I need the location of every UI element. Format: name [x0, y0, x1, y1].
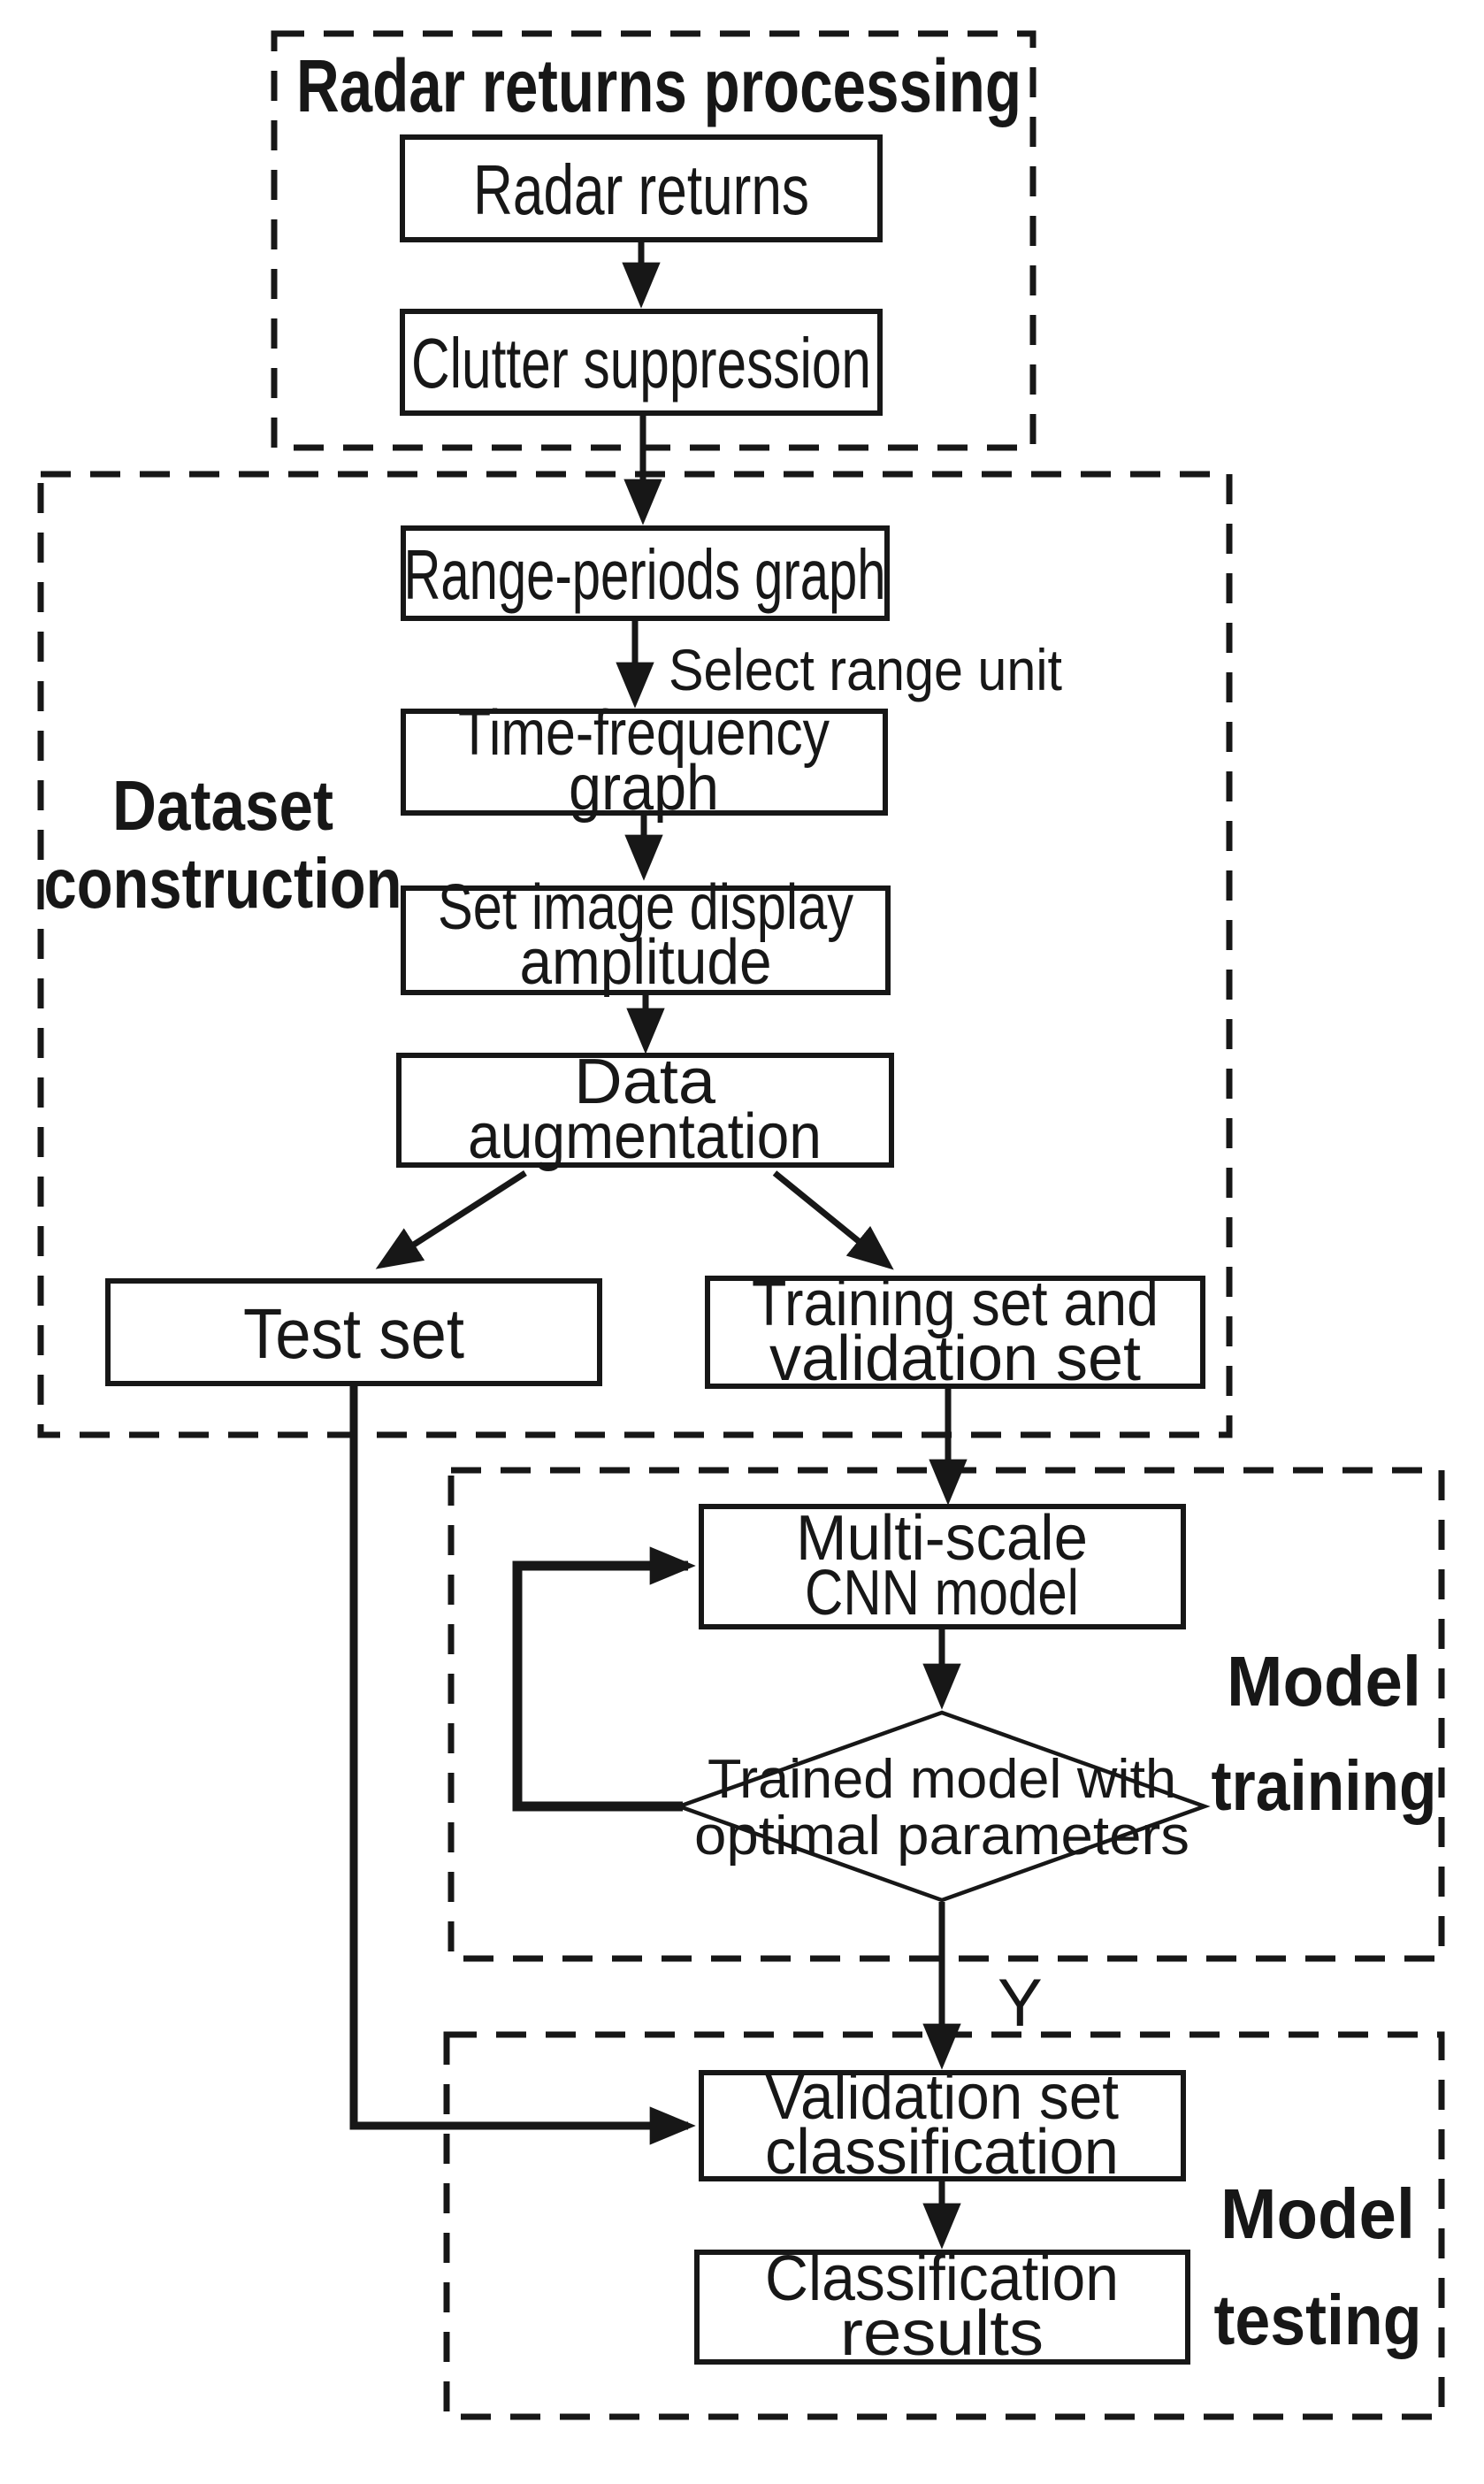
- trained-model-decision-label-line2: optimal parameters: [694, 1806, 1189, 1867]
- node-range-periods-graph: Range-periods graph: [401, 525, 890, 621]
- radar-returns-label: Radar returns: [473, 150, 809, 229]
- trained-model-decision-label-line1: Trained model with: [708, 1749, 1176, 1810]
- classification-results-label-line1: Classification: [765, 2243, 1119, 2314]
- node-clutter-suppression: Clutter suppression: [400, 309, 883, 416]
- test-set-label: Test set: [243, 1294, 464, 1373]
- multi-scale-cnn-model-box: [699, 1504, 1186, 1629]
- range-periods-graph-label: Range-periods graph: [404, 535, 886, 614]
- trained-model-decision-diamond: [673, 1710, 1211, 1903]
- validation-set-classification-box: [699, 2070, 1186, 2181]
- time-frequency-graph-box: [401, 709, 888, 816]
- node-multi-scale-cnn-model: Multi-scale CNN model: [699, 1503, 1186, 1629]
- model-training-title-line2: training: [1212, 1746, 1437, 1825]
- radar-processing-dashed-frame: [271, 30, 1037, 451]
- classification-results-label-line2: results: [840, 2298, 1044, 2369]
- node-classification-results: Classification results: [694, 2243, 1190, 2369]
- dataset-construction-dashed-frame: [37, 471, 1233, 1438]
- arrow-data-augmentation-to-test-set: [375, 1170, 527, 1269]
- arrow-test-set-to-validation-classification: [349, 1384, 696, 2145]
- node-test-set: Test set: [105, 1278, 602, 1386]
- model-training-dashed-frame: [447, 1467, 1445, 1962]
- multi-scale-cnn-model-label-line2: CNN model: [805, 1558, 1079, 1629]
- classification-results-box: [694, 2250, 1190, 2365]
- node-radar-returns: Radar returns: [400, 134, 883, 242]
- radar-processing-title: Radar returns processing: [296, 44, 1021, 127]
- model-training-title-line1: Model: [1227, 1642, 1421, 1721]
- arrow-data-augmentation-to-training-set: [772, 1170, 894, 1270]
- section-model-testing: Model testing Validation set classificat…: [443, 2031, 1445, 2420]
- node-data-augmentation: Data augmentation: [396, 1046, 894, 1172]
- set-image-display-amplitude-box: [401, 886, 891, 995]
- test-set-box: [105, 1278, 602, 1386]
- node-time-frequency-graph: Time-frequency graph: [401, 698, 888, 824]
- node-training-and-validation-set: Training set and validation set: [705, 1269, 1205, 1394]
- node-validation-set-classification: Validation set classification: [699, 2062, 1186, 2188]
- model-testing-title-line1: Model: [1220, 2174, 1415, 2253]
- validation-set-classification-label-line1: Validation set: [765, 2062, 1119, 2133]
- model-testing-dashed-frame: [443, 2031, 1445, 2420]
- set-image-display-amplitude-label-line1: Set image display: [438, 872, 853, 943]
- node-set-image-display-amplitude: Set image display amplitude: [401, 872, 891, 998]
- set-image-display-amplitude-label-line2: amplitude: [520, 927, 772, 998]
- range-periods-graph-box: [401, 525, 890, 621]
- validation-set-classification-label-line2: classification: [765, 2117, 1119, 2188]
- multi-scale-cnn-model-label-line1: Multi-scale: [796, 1503, 1088, 1574]
- decision-yes-label: Y: [998, 1966, 1043, 2041]
- node-trained-model-decision: Trained model with optimal parameters: [673, 1710, 1211, 1903]
- data-augmentation-label-line1: Data: [574, 1046, 716, 1117]
- training-and-validation-set-label-line1: Training set and: [752, 1269, 1159, 1339]
- section-dataset-construction: Dataset construction Range-periods graph…: [37, 471, 1233, 1438]
- section-model-training: Model training Multi-scale CNN model Tra…: [447, 1467, 1445, 1962]
- time-frequency-graph-label-line2: graph: [569, 753, 719, 824]
- select-range-unit-label: Select range unit: [669, 637, 1062, 702]
- dataset-construction-title-line1: Dataset: [112, 766, 333, 845]
- clutter-suppression-label: Clutter suppression: [411, 324, 871, 402]
- radar-returns-box: [400, 134, 883, 242]
- section-radar-returns-processing: Radar returns processing Radar returns C…: [271, 30, 1037, 451]
- time-frequency-graph-label-line1: Time-frequency: [458, 698, 830, 769]
- dataset-construction-title-line2: construction: [44, 844, 402, 923]
- model-testing-title-line2: testing: [1214, 2281, 1422, 2359]
- clutter-suppression-box: [400, 309, 883, 416]
- data-augmentation-label-line2: augmentation: [468, 1101, 822, 1172]
- training-and-validation-set-label-line2: validation set: [769, 1323, 1141, 1394]
- training-and-validation-set-box: [705, 1276, 1205, 1389]
- data-augmentation-box: [396, 1053, 894, 1168]
- arrow-decision-feedback-to-cnn-model: [512, 1546, 696, 1812]
